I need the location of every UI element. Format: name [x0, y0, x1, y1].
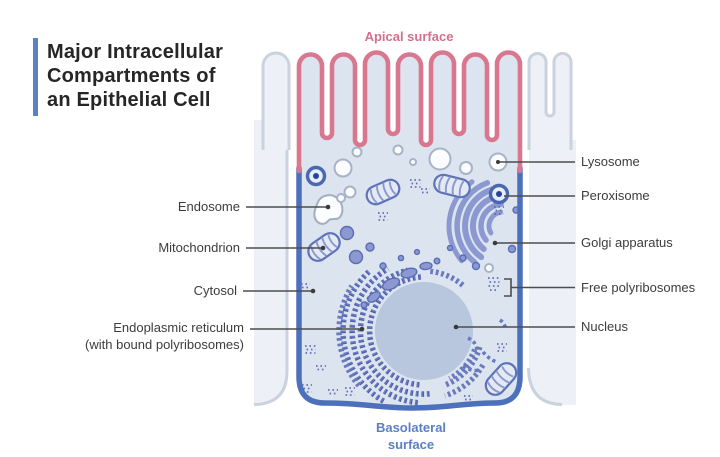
label-cytosol: Cytosol — [194, 283, 237, 298]
mitochondrion-shape — [484, 362, 518, 396]
neighbor-microvillus-left — [261, 51, 291, 150]
title-line-3: an Epithelial Cell — [47, 89, 211, 111]
neighbor-cell-left — [253, 51, 291, 406]
title-line-1: Major Intracellular — [47, 41, 224, 63]
endosome-shape — [313, 193, 346, 225]
free-polyribosomes-bracket — [504, 278, 512, 297]
nucleus-shape — [375, 282, 473, 380]
apical-surface-label: Apical surface — [365, 29, 454, 44]
label-er-line2: (with bound polyribosomes) — [85, 337, 244, 352]
transport-vesicles — [339, 225, 375, 265]
label-golgi: Golgi apparatus — [581, 235, 673, 250]
label-nucleus: Nucleus — [581, 319, 628, 334]
mitochondrion-shape — [433, 173, 471, 199]
label-lysosome: Lysosome — [581, 154, 640, 169]
free-polyribosomes-dots — [301, 179, 507, 401]
title-line-2: Compartments of — [47, 65, 216, 87]
label-free-polyribosomes: Free polyribosomes — [581, 280, 696, 295]
microvilli — [296, 50, 523, 174]
neighbor-cell-right — [527, 52, 576, 406]
label-er-line1: Endoplasmic reticulum — [113, 320, 244, 335]
pointer-lines — [243, 160, 575, 332]
diagram-title: Major Intracellular Compartments of an E… — [33, 38, 223, 116]
endoplasmic-reticulum-shape — [336, 248, 507, 406]
mitochondrion-shape — [365, 178, 401, 206]
basolateral-membrane — [296, 165, 523, 411]
basolateral-surface-label-line1: Basolateral — [376, 420, 446, 435]
neighbor-microvillus-right — [527, 52, 573, 150]
lysosome-shape — [333, 144, 508, 199]
label-peroxisome: Peroxisome — [581, 188, 650, 203]
peroxisome-shape — [305, 165, 510, 205]
label-endosome: Endosome — [178, 199, 240, 214]
label-mitochondrion: Mitochondrion — [158, 240, 240, 255]
basolateral-surface-label-line2: surface — [388, 437, 434, 452]
